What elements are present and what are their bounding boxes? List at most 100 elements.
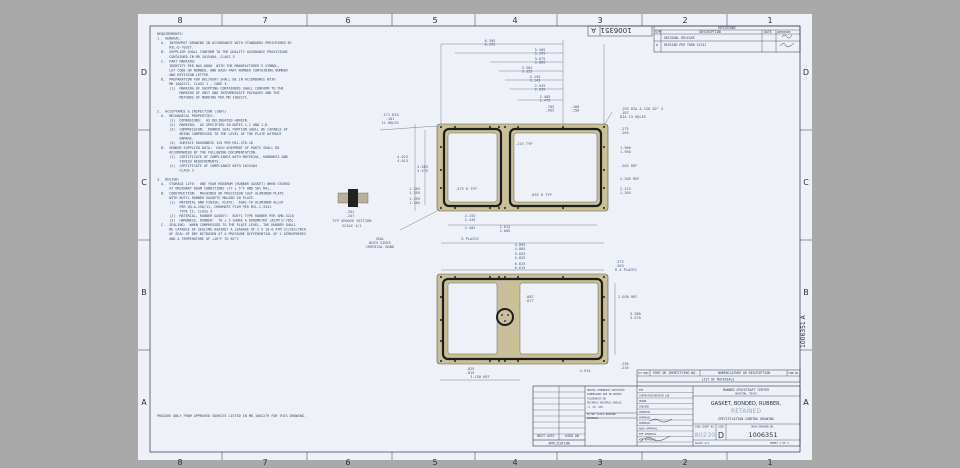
dim-label: .263 REF [620, 164, 637, 168]
note-line: (2) MATERIAL, RUBBER GASKET: BUTYL TYPE … [157, 214, 294, 218]
dim-label: .150 [571, 109, 580, 113]
note-line: (2) MARKING: AS SPECIFIED IN NOTES 1.C A… [157, 123, 269, 127]
dim-label: 1.395 [409, 197, 420, 201]
radius-callout: .375 R TYP [455, 187, 477, 191]
zone-label-right: B [803, 288, 809, 297]
dim-label: 3.865 [535, 61, 546, 65]
dim-label: .825 [466, 367, 475, 371]
hole-icon [602, 168, 606, 172]
hole-icon [516, 125, 520, 129]
note-line: (1) MARKING OF SHIPPING CONTAINERS SHALL… [157, 87, 284, 91]
approval-label: CHECKED [639, 406, 650, 409]
revisions-block: REVISIONS SYM DESCRIPTION DATE APPROVED … [653, 25, 801, 53]
note-line: TYPE II, CLASS 3 [157, 209, 212, 213]
hole-icon [602, 145, 606, 149]
hole-icon [602, 186, 606, 190]
dim-label: 5.405 [535, 48, 546, 52]
radius-callout: .225 TYP [515, 142, 532, 146]
organization: MANNED SPACECRAFT CENTER [723, 388, 769, 392]
used-on: USED ON [565, 434, 579, 438]
hole-icon [453, 359, 457, 363]
tolerance-text: TOLERANCES ON [587, 397, 606, 400]
zone-label-top: 1 [767, 16, 772, 25]
note-line: WITH BUTYL RUBBER GASKETS MOLDED IN PLAC… [157, 196, 255, 200]
hole-callout-left: .171 DIA [381, 113, 399, 117]
note-line: OF SEAL OF DRY NITROGEN AT A PRESSURE DI… [157, 232, 306, 236]
hole-icon [602, 295, 606, 299]
dim-label: .235 [620, 366, 629, 370]
approval-label: APPROVAL [639, 411, 651, 414]
hole-icon [453, 275, 457, 279]
dim-label: 1.385 [409, 201, 420, 205]
approval-label: APPROVAL [639, 417, 651, 420]
dim-label: 3.575 [417, 169, 428, 173]
dim-label: 3.580 [630, 312, 641, 316]
retained-stamp: RETAINED [731, 408, 761, 415]
hole-icon [488, 125, 492, 129]
tolerance-text: UNLESS OTHERWISE SPECIFIED [587, 389, 625, 392]
radius-callout: .035 R TYP [530, 193, 552, 197]
hole-icon [488, 206, 492, 210]
approval-label: MTF APPROVAL [639, 439, 657, 442]
side-drawing-number: 1006351 A [800, 314, 807, 348]
mounting-holes [439, 125, 606, 210]
lower-gasket-view [436, 273, 609, 365]
approval-signature [639, 418, 673, 443]
note-line: BEING COMPRESSED TO THE LEVEL OF THE PLA… [157, 132, 282, 136]
note-line: AND REVISION LETTER. [157, 73, 210, 77]
note-line: CLASS 3 [157, 169, 194, 173]
rubber-seal [442, 127, 503, 208]
groove-section-label: TYP GROOVE SECTION [333, 219, 372, 223]
approval-label: DRAWN [639, 400, 647, 403]
dim-label: 3.155 [530, 75, 541, 79]
dim-label: 4.915 [580, 369, 591, 373]
dim-label: .887 [525, 295, 534, 299]
corner-rev: A [591, 26, 596, 34]
tolerance-text: DECIMALS DECIMALS ANGLES [587, 402, 622, 405]
seal-note: CHEMICAL BOND [366, 245, 394, 249]
rev-header-date: DATE [764, 30, 772, 34]
bom-header: FIND NO. [788, 372, 800, 375]
note-line: METHODS OF MARKING PER MD 1002271. [157, 96, 249, 100]
dim-label: 2.030 REF [618, 295, 637, 299]
hole-icon [602, 339, 606, 343]
approval-label: MTF [639, 389, 644, 392]
zone-label-bottom: 7 [262, 458, 267, 467]
code-ident-label: CODE IDENT NO. [695, 426, 715, 429]
note-line: FINISH REQUIREMENTS. [157, 159, 220, 163]
dim-label: 6.625 [515, 262, 526, 266]
note-line: (2) CERTIFICATE OF COMPLIANCE WITH 10154… [157, 164, 257, 168]
zone-label-top: 7 [262, 16, 267, 25]
dim-label: 3.585 [417, 165, 428, 169]
dimension-labels: 6.3056.2955.4055.3953.8753.8653.3653.355… [381, 39, 664, 379]
hole-icon [516, 275, 520, 279]
drawing-title: GASKET, BONDED, RUBBER, [711, 401, 782, 407]
zone-label-left: C [141, 178, 147, 187]
note-line: 2. ACCEPTANCE & INSPECTION (100%) [157, 109, 226, 113]
note-line: (1) DIMENSIONS: AS DELINEATED HEREIN. [157, 118, 249, 122]
zone-label-right: C [803, 178, 809, 187]
organization-city: HOUSTON, TEXAS [735, 392, 757, 396]
dim-label: 1.960 [620, 146, 631, 150]
dim-label: 5.835 [515, 252, 526, 256]
dim-label: 2.145 [465, 218, 476, 222]
hole-callout-left: 12 HOLES [381, 121, 398, 125]
rubber-seal [441, 277, 604, 361]
hole-icon [503, 275, 507, 279]
hole-icon [488, 275, 492, 279]
seal-note: SEAL [376, 237, 385, 241]
dim-label: 3.150 REF [470, 375, 489, 379]
note-line: MD 1002271, CLASS 1 , CODE 3. [157, 82, 228, 86]
tolerance-text: DO NOT SCALE DRAWING [587, 413, 616, 416]
hole-icon [439, 359, 443, 363]
hole-icon [561, 275, 565, 279]
zone-label-top: 4 [512, 16, 517, 25]
hole-icon [561, 206, 565, 210]
code-ident-number: 80230 [695, 431, 716, 439]
size-label: SIZE [718, 426, 724, 429]
hole-icon [453, 125, 457, 129]
hole-icon [503, 125, 507, 129]
drawing-subtitle: SPECIFICATION CONTROL DRAWING [718, 417, 774, 421]
dim-label: 2.945 [535, 84, 546, 88]
